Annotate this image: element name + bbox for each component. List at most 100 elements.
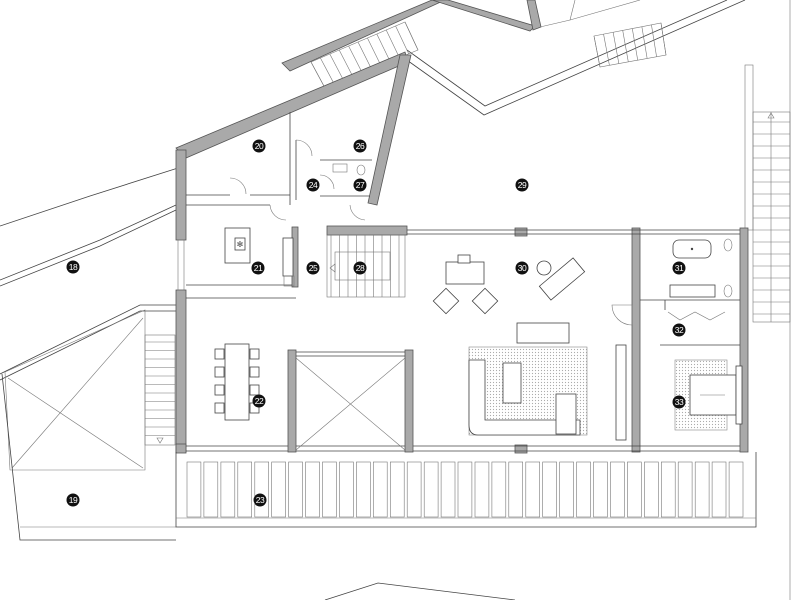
deck-plank (491, 461, 507, 518)
upper-right-stair (593, 22, 667, 68)
main-walls (175, 51, 749, 454)
right-exterior-stair (744, 0, 791, 600)
stair-tread (320, 57, 335, 85)
stair-tread (631, 28, 639, 61)
deck-plank (440, 461, 456, 518)
room-number: 20 (255, 141, 264, 151)
room-label-24: 24 (306, 178, 320, 192)
stair-tread (348, 45, 363, 73)
stair-tread (593, 35, 601, 68)
room-label-30: 30 (515, 261, 529, 275)
stair-tread (660, 22, 667, 56)
stair-tread (603, 34, 610, 66)
room-number: 26 (356, 141, 365, 151)
deck-plank (220, 461, 236, 518)
main-stair (326, 234, 406, 298)
deck-plank (728, 461, 744, 518)
dining-table (214, 343, 260, 421)
deck-plank (474, 461, 490, 518)
deck-plank (593, 461, 608, 518)
room-number: 25 (309, 263, 318, 273)
stair-tread (651, 24, 657, 57)
deck-plank (372, 461, 388, 518)
deck-plank (203, 461, 219, 518)
room-label-29: 29 (515, 178, 529, 192)
deck-plank (288, 461, 303, 518)
room-label-22: 22 (252, 394, 266, 408)
room-number: 30 (518, 263, 527, 273)
stair-tread (310, 61, 326, 89)
deck-plank (559, 461, 574, 518)
deck-plank (271, 461, 286, 518)
master-suite (640, 238, 743, 431)
room-label-21: 21 (251, 261, 265, 275)
deck-plank (694, 461, 710, 518)
room-number: 21 (254, 263, 263, 273)
deck-plank (660, 461, 676, 518)
room-label-33: 33 (672, 395, 686, 409)
deck-plank (389, 461, 405, 518)
deck-plank (677, 461, 693, 518)
deck-plank (542, 461, 557, 518)
room-label-25: 25 (306, 261, 320, 275)
deck-plank (627, 461, 642, 518)
stair-tread (376, 33, 391, 62)
stair-tread (367, 37, 382, 66)
room-label-23: 23 (253, 493, 267, 507)
lower-outline (324, 582, 516, 600)
room-number: 22 (255, 396, 264, 406)
deck-plank (644, 461, 659, 518)
room-number: 27 (356, 180, 365, 190)
room-label-20: 20 (252, 139, 266, 153)
deck-plank (457, 461, 473, 518)
stair-tread (357, 41, 372, 70)
room-number: 29 (518, 180, 527, 190)
room-number: 18 (69, 262, 78, 272)
deck-plank (508, 461, 523, 518)
room-number: 28 (356, 263, 365, 273)
room-label-26: 26 (353, 139, 367, 153)
dining-chair (214, 366, 225, 378)
stair-tread (338, 49, 354, 77)
room-label-19: 19 (66, 493, 80, 507)
deck-plank (356, 461, 371, 518)
deck-plank (406, 461, 422, 518)
dining-chair (214, 402, 225, 414)
deck-plank (254, 461, 270, 518)
room-number: 32 (675, 325, 684, 335)
deck (175, 452, 757, 528)
dining-chair (214, 348, 225, 360)
room-number: 23 (256, 495, 265, 505)
room-label-18: 18 (66, 260, 80, 274)
stair-tread (329, 53, 344, 81)
left-terrace (0, 167, 179, 541)
dining-chair (249, 366, 260, 378)
room-label-32: 32 (672, 323, 686, 337)
dining-chair (214, 384, 225, 396)
living-furniture (432, 254, 633, 441)
kitchen-island: ✻ (224, 227, 251, 264)
room-label-27: 27 (353, 178, 367, 192)
stair-tread (395, 25, 409, 54)
stair-tread (404, 21, 419, 51)
deck-plank (237, 461, 253, 518)
deck-plank (322, 461, 337, 518)
room-number: 19 (69, 495, 78, 505)
deck-plank (423, 461, 439, 518)
deck-plank (339, 461, 354, 518)
dining-chair (249, 348, 260, 360)
stair-tread (641, 26, 648, 59)
deck-plank (576, 461, 591, 518)
room-label-31: 31 (672, 261, 686, 275)
svg-text:✻: ✻ (237, 240, 244, 249)
deck-plank (711, 461, 727, 518)
room-number: 33 (675, 397, 684, 407)
deck-plank (305, 461, 320, 518)
deck-plank (186, 461, 202, 518)
upper-exterior (281, 0, 746, 116)
stair-tread (622, 30, 629, 62)
stair-tread (385, 29, 400, 58)
stair-tread (612, 32, 620, 64)
deck-plank (525, 461, 540, 518)
